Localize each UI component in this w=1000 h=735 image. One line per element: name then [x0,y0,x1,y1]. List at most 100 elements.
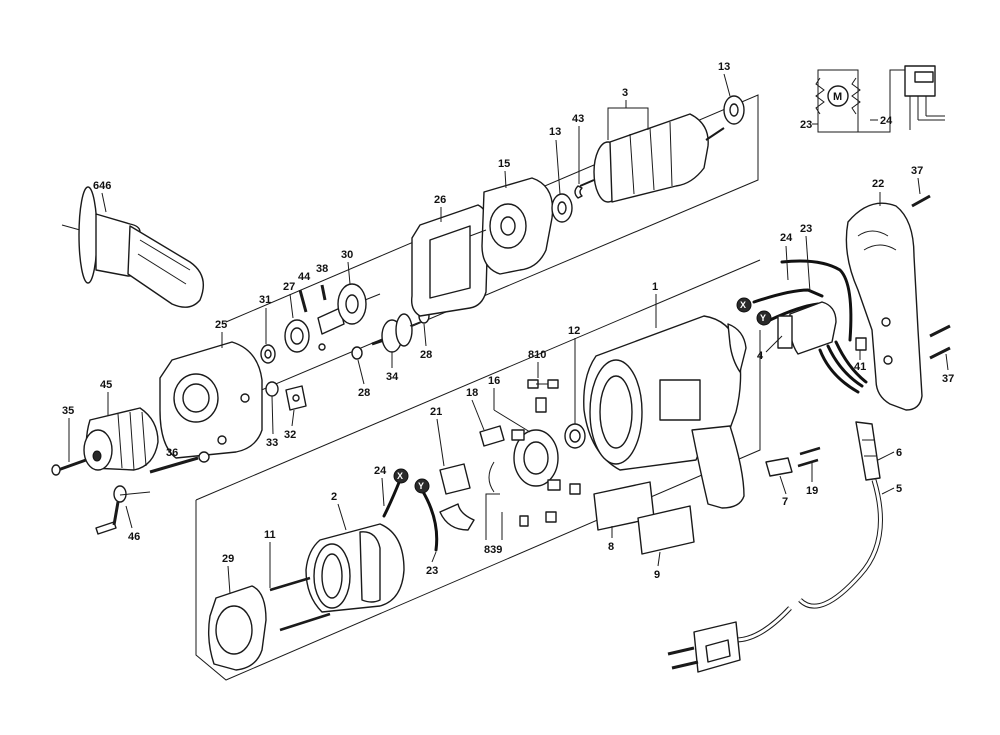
bearing-13-right [723,95,745,125]
bearing-plate-15 [469,177,554,275]
part-label: 23 [800,223,812,235]
part-label: 24 [780,232,793,244]
part-label: 24 [374,465,387,477]
part-label: 27 [283,281,295,293]
screw-37-top [911,194,931,208]
part-label: 28 [358,387,370,399]
part-label: 21 [430,406,442,418]
armature-3 [579,113,725,203]
brush-839 [519,515,529,527]
brushes-810 [527,379,559,413]
wire-marker-x-top-label: X [740,300,746,310]
part-label: 13 [549,126,561,138]
screw-44 [298,289,308,313]
part-label: 11 [264,529,276,541]
part-label: 6 [896,447,902,459]
screw-19a [799,446,821,456]
part-label: 31 [259,294,271,306]
chuck-key [95,485,151,535]
screw-11-top [269,576,311,592]
part-labels: 646 25 45 35 36 46 31 27 44 38 30 33 32 … [62,61,954,595]
part-label: 28 [420,349,432,361]
field-wire-x [382,478,402,518]
wire-marker-x-low-label: X [397,471,403,481]
part-label: 16 [488,375,500,387]
part-label: 46 [128,531,140,543]
power-cord [667,421,883,673]
part-label: 5 [896,483,902,495]
wire-marker-y-top-label: Y [760,313,766,323]
screw-11-low [279,612,331,632]
part-label: 34 [386,371,399,383]
field-wire-y [420,488,439,552]
part-label: 30 [341,249,353,261]
screw-37-mid [929,324,951,338]
wiring-schematic: M [812,65,945,133]
motor-symbol-label: M [833,91,842,103]
brush-holder-18 [479,425,505,447]
brush-ring-16 [511,429,561,491]
part-label: 38 [316,263,328,275]
spring-clip [488,461,495,493]
part-label: 810 [528,349,546,361]
field-2 [305,523,405,613]
part-label: 18 [466,387,478,399]
wire-marker-x-low [393,468,409,484]
chuck [83,407,159,471]
washer-33 [265,381,279,397]
part-label: 8 [608,541,614,553]
part-label: 646 [93,180,111,192]
screw-38 [320,284,327,301]
part-label: 839 [484,544,502,556]
switch-assembly [752,259,868,394]
label-plate-9 [637,505,695,555]
boundary-lower [195,330,761,681]
baffle-29 [207,585,267,671]
part-label: 43 [572,113,584,125]
housing-screw [149,451,210,474]
part-label: 13 [718,61,730,73]
gear-housing [159,341,263,459]
part-label: 24 [880,115,893,127]
part-label: 36 [166,447,178,459]
boundary-mid [195,259,761,501]
brush-holder-21 [439,463,475,531]
wire-marker-y-top [756,310,772,326]
part-label: 29 [222,553,234,565]
part-label: 22 [872,178,884,190]
washer-28a [351,346,363,360]
screw-19b [797,458,819,468]
part-label: 15 [498,158,510,170]
part-label: 23 [800,119,812,131]
part-label: 12 [568,325,580,337]
part-label: 3 [622,87,628,99]
side-handle [61,186,204,308]
gear-30 [317,283,381,335]
cord-clamp-7 [765,457,793,477]
part-label: 19 [806,485,818,497]
wire-marker-y-low-label: Y [418,481,424,491]
bearing-27 [284,319,310,353]
gear-34 [371,313,421,353]
part-label: 26 [434,194,446,206]
part-label: 23 [426,565,438,577]
screw-37-low [929,346,951,360]
part-label: 32 [284,429,296,441]
part-label: 4 [757,350,764,362]
part-label: 33 [266,437,278,449]
bearing-13-left [551,193,573,223]
part-label: 37 [942,373,954,385]
part-label: 1 [652,281,658,293]
wire-marker-y-low [414,478,430,494]
part-label: 7 [782,496,788,508]
part-label: 44 [298,271,311,283]
part-label: 35 [62,405,74,417]
part-label: 37 [911,165,923,177]
motor-housing-1 [583,315,747,509]
part-label: 45 [100,379,112,391]
part-label: 25 [215,319,227,331]
clip-43 [574,185,583,199]
part-label: 41 [854,361,866,373]
